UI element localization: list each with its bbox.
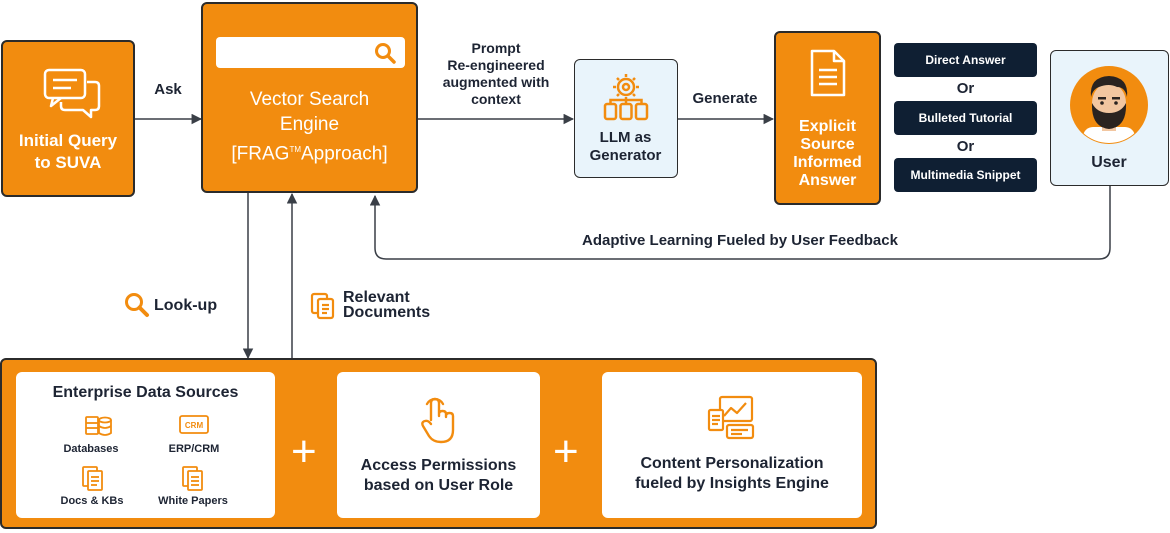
enterprise-title: Enterprise Data Sources: [52, 384, 239, 401]
explicit-answer-box: Explicit Source Informed Answer: [774, 31, 881, 205]
direct-answer-option: Direct Answer: [894, 43, 1037, 77]
llm-label: LLM as Generator: [589, 129, 662, 164]
llm-generator-box: LLM as Generator: [574, 59, 678, 178]
access-permissions-card: Access Permissions based on User Role: [337, 372, 540, 518]
chat-bubbles-icon: [43, 68, 101, 119]
bulleted-tutorial-option: Bulleted Tutorial: [894, 101, 1037, 135]
or-label-2: Or: [956, 138, 975, 155]
relevant-documents-label: Relevant Documents: [343, 289, 431, 321]
documents-icon: [310, 292, 335, 320]
initial-query-box: Initial Query to SUVA: [1, 40, 135, 197]
erp-crm-label: ERP/CRM: [168, 443, 220, 455]
vector-search-engine-box: Vector Search Engine [FRAGTMApproach]: [201, 2, 418, 193]
prompt-label: Prompt Re-engineered augmented with cont…: [442, 40, 550, 107]
or-label-1: Or: [956, 80, 975, 97]
feedback-loop: [369, 186, 1111, 260]
access-permissions-label: Access Permissions based on User Role: [360, 457, 517, 494]
ask-label: Ask: [154, 81, 182, 98]
frag-approach-line: [FRAGTMApproach]: [231, 143, 388, 165]
plus-sign-1: +: [291, 427, 317, 476]
vector-search-engine-label: Vector Search Engine [FRAGTMApproach]: [203, 87, 416, 166]
white-papers-label: White Papers: [158, 495, 228, 507]
enterprise-data-sources-card: Enterprise Data Sources Databases CRM ER…: [16, 372, 275, 518]
explicit-answer-label: Explicit Source Informed Answer: [793, 118, 862, 189]
magnifier-icon: [125, 293, 149, 317]
content-personalization-label: Content Personalization fueled by Insigh…: [635, 455, 829, 492]
plus-sign-2: +: [553, 427, 579, 476]
feedback-label: Adaptive Learning Fueled by User Feedbac…: [582, 232, 898, 249]
white-papers-icon: [182, 466, 203, 491]
lookup-label: Look-up: [154, 297, 218, 314]
database-icon: [85, 416, 112, 436]
initial-query-label: Initial Query to SUVA: [18, 131, 118, 172]
generate-label: Generate: [692, 90, 758, 107]
docs-kbs-icon: [82, 466, 103, 491]
gear-brain-icon: [603, 74, 649, 121]
search-bar[interactable]: [216, 37, 405, 68]
docs-kbs-label: Docs & KBs: [60, 495, 124, 507]
insights-dashboard-icon: [707, 395, 755, 440]
user-label: User: [1091, 154, 1127, 171]
user-avatar: [1070, 66, 1148, 144]
multimedia-snippet-option: Multimedia Snippet: [894, 158, 1037, 192]
document-icon: [810, 49, 846, 97]
search-icon: [375, 43, 396, 64]
crm-badge-text: CRM: [185, 421, 204, 430]
pointer-hand-icon: [421, 397, 455, 444]
user-box: User: [1050, 50, 1169, 186]
content-personalization-card: Content Personalization fueled by Insigh…: [602, 372, 862, 518]
databases-label: Databases: [63, 443, 119, 455]
erp-crm-icon: CRM: [179, 415, 209, 434]
